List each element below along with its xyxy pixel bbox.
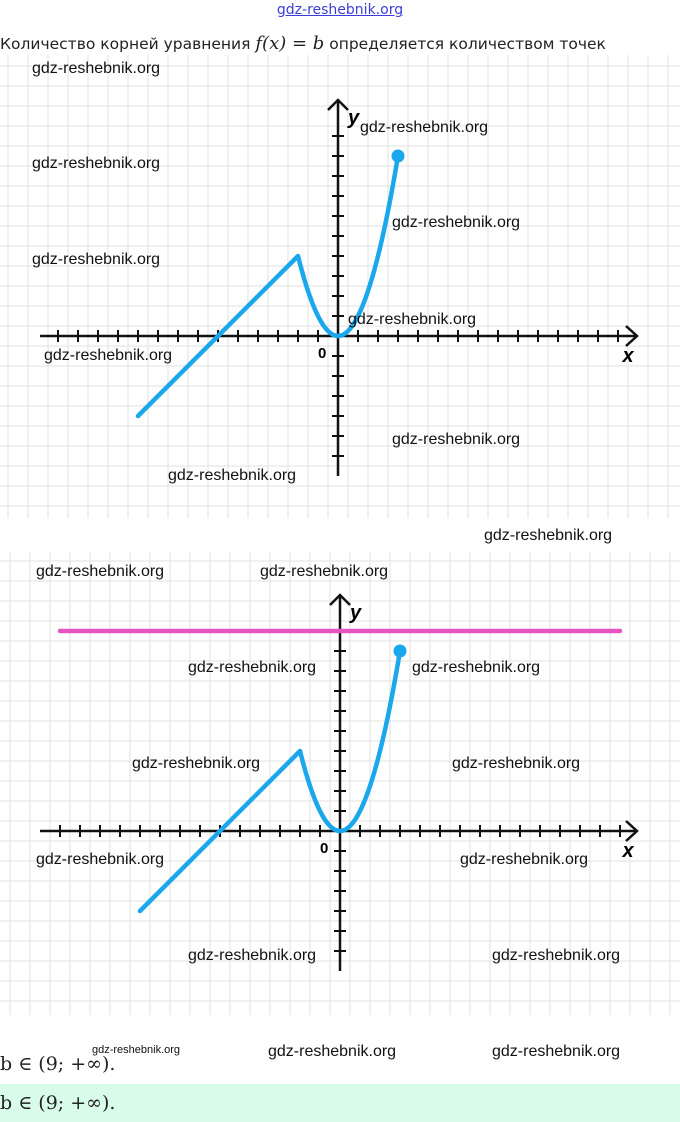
linear-segment [135,253,301,419]
watermark: gdz-reshebnik.org [484,527,613,544]
watermark: gdz-reshebnik.org [132,755,261,772]
watermark: gdz-reshebnik.org [452,755,581,772]
linear-segment [137,748,303,914]
watermark: gdz-reshebnik.org [44,347,173,364]
watermark: gdz-reshebnik.org [36,563,165,580]
graph-function-with-line-svg: x y 0 [0,552,680,1015]
watermark: gdz-reshebnik.org [32,155,161,172]
watermark: gdz-reshebnik.org [188,659,317,676]
intro-formula: f(x) = b [255,33,325,54]
y-axis-label: y [347,107,360,129]
x-axis-arrow [625,820,639,842]
watermark: gdz-reshebnik.org [492,1043,621,1060]
x-axis-arrow [625,325,639,347]
intro-text: Количество корней уравнения f(x) = b опр… [0,33,606,54]
watermark: gdz-reshebnik.org [32,60,161,77]
site-link[interactable]: gdz-reshebnik.org [276,2,404,18]
watermark: gdz-reshebnik.org [268,1043,397,1060]
endpoint-dot [391,149,405,163]
x-axis-label: x [621,345,634,367]
watermark: gdz-reshebnik.org [392,214,521,231]
graph-function: x y 0 [0,45,680,518]
watermark: gdz-reshebnik.org [348,311,477,328]
parabola-curve [295,155,401,339]
origin-label: 0 [320,840,328,857]
watermark: gdz-reshebnik.org [460,851,589,868]
graph-function-svg: x y 0 [0,45,680,518]
answer-highlighted: b ∈ (9; +∞). [0,1092,116,1114]
answer-line: b ∈ (9; +∞). [0,1053,116,1075]
parabola-curve [297,650,403,834]
x-axis-label: x [621,840,634,862]
watermark: gdz-reshebnik.org [36,851,165,868]
watermark: gdz-reshebnik.org [32,251,161,268]
intro-after: определяется количеством точек [324,35,606,53]
watermark: gdz-reshebnik.org [260,563,389,580]
graph-function-with-line: x y 0 [0,552,680,1015]
watermark: gdz-reshebnik.org [412,659,541,676]
y-axis-arrow [327,98,349,111]
watermark: gdz-reshebnik.org [392,431,521,448]
watermark: gdz-reshebnik.org [92,1044,181,1056]
watermark: gdz-reshebnik.org [188,947,317,964]
watermark: gdz-reshebnik.org [168,467,297,484]
answer-box [0,1084,680,1122]
watermark: gdz-reshebnik.org [360,119,489,136]
y-axis-arrow [329,593,351,606]
watermark: gdz-reshebnik.org [492,947,621,964]
intro-before: Количество корней уравнения [0,35,256,53]
origin-label: 0 [318,345,326,362]
endpoint-dot [393,644,407,658]
y-axis-label: y [349,602,362,624]
